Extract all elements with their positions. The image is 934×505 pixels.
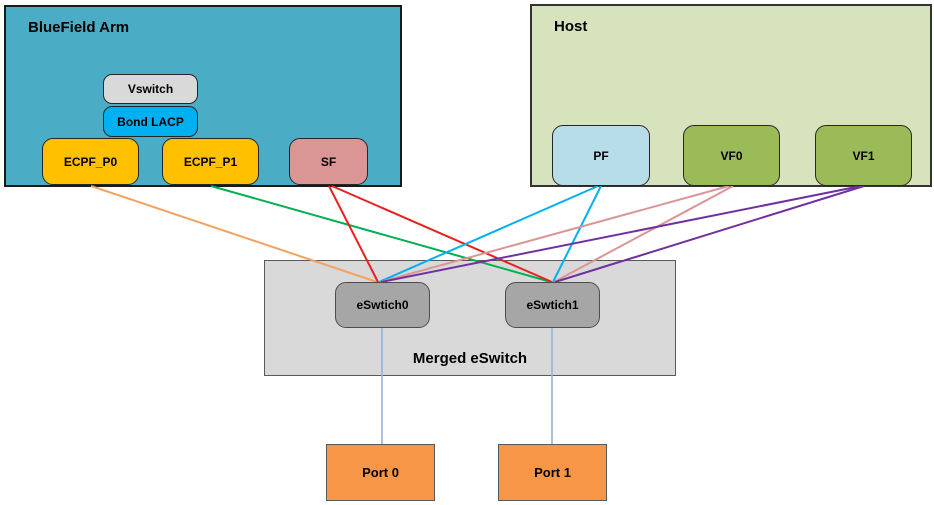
ecpf-p1-node: ECPF_P1 (162, 138, 259, 185)
eswitch0-node: eSwtich0 (335, 282, 430, 328)
port1-label: Port 1 (534, 465, 571, 480)
port1-node: Port 1 (498, 444, 607, 501)
pf-node: PF (552, 125, 650, 186)
port0-label: Port 0 (362, 465, 399, 480)
ecpf-p1-label: ECPF_P1 (183, 154, 238, 169)
bluefield-arm-title: BlueField Arm (28, 19, 130, 36)
pf-label: PF (593, 148, 609, 163)
vf0-node: VF0 (683, 125, 780, 186)
vf1-node: VF1 (815, 125, 912, 186)
vswitch-label: Vswitch (127, 82, 174, 96)
bond-lacp-label: Bond LACP (117, 114, 184, 129)
sf-node: SF (289, 138, 368, 185)
eswitch1-label: eSwtich1 (526, 298, 579, 312)
eswitch1-node: eSwtich1 (505, 282, 600, 328)
sf-label: SF (320, 154, 337, 169)
ecpf-p0-node: ECPF_P0 (42, 138, 139, 185)
host-title: Host (554, 18, 588, 35)
vf0-label: VF0 (720, 148, 743, 163)
ecpf-p0-label: ECPF_P0 (63, 154, 118, 169)
port0-node: Port 0 (326, 444, 435, 501)
merged-eswitch-container: Merged eSwitch (264, 260, 676, 376)
merged-eswitch-title: Merged eSwitch (412, 350, 528, 367)
vswitch-node: Vswitch (103, 74, 198, 104)
vf1-label: VF1 (852, 148, 875, 163)
eswitch0-label: eSwtich0 (356, 298, 409, 312)
bond-lacp-node: Bond LACP (103, 106, 198, 137)
